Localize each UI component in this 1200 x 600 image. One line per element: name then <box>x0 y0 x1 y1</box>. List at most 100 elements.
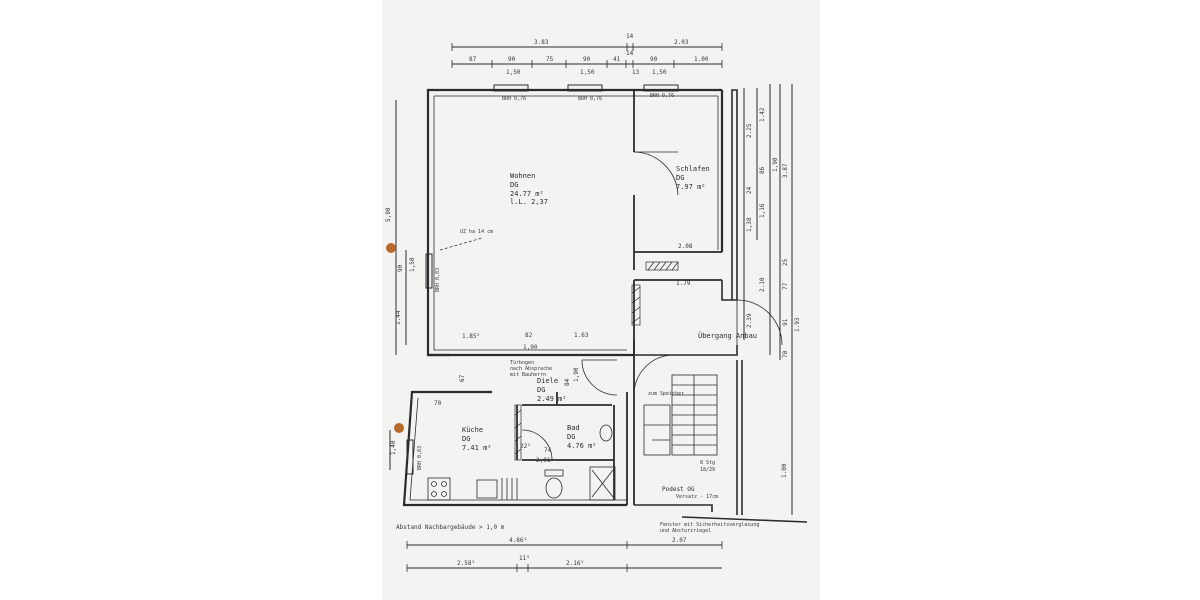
dim-right-5: 24 <box>746 186 753 194</box>
dim-bottom-3: 11⁵ <box>519 555 530 562</box>
floor-plan-drawing <box>389 43 808 572</box>
note-fenster-1: und Absturzriegel <box>660 528 712 534</box>
dim-inner-0: 1.85⁵ <box>462 333 481 340</box>
note-steps-0: 8 Stg <box>700 460 716 466</box>
punch-hole-bottom <box>394 423 404 433</box>
dim-left-3: 1.44 <box>395 310 402 325</box>
room-bad-area: 4.76 m² <box>567 441 597 450</box>
room-bad-name: Bad <box>567 424 580 432</box>
window-label-2: BRH 0,76 <box>650 93 675 99</box>
note-tuerbogen-2: mit Bauherrn <box>510 372 547 378</box>
note-uz: UZ ha 14 cm <box>460 229 494 235</box>
dim-top3-3: 1,50 <box>652 69 667 76</box>
dim-right-12: 91 <box>782 318 789 326</box>
dim-right-2: 86 <box>759 166 766 174</box>
note-tuerbogen-1: nach Absprache <box>510 366 553 372</box>
note-tuerbogen-0: Türbogen <box>510 360 535 366</box>
room-diele-name: Diele <box>537 377 559 385</box>
dim-right-4: 3.87 <box>782 163 789 178</box>
chimney-hatch <box>514 261 679 461</box>
dim-right-1: 1.42 <box>759 107 766 122</box>
dim-right-6: 1,16 <box>759 203 766 218</box>
room-diele-level: DG <box>537 385 546 394</box>
window-label-4: BRH 0,83 <box>417 445 423 470</box>
dim-right-7: 1,38 <box>746 217 753 232</box>
punch-hole-top <box>386 243 396 253</box>
dim-right-13: 1.93 <box>794 317 801 332</box>
dim-top2-2: 75 <box>546 56 554 63</box>
window-label-0: BRH 0,76 <box>502 96 527 102</box>
room-kueche-name: Küche <box>462 426 484 434</box>
room-schlafen-name: Schlafen <box>676 165 710 173</box>
room-wohnen: Wohnen DG 24.77 m² l.L. 2,37 <box>510 172 548 207</box>
room-schlafen-level: DG <box>676 173 685 182</box>
dim-right-9: 25 <box>782 258 789 266</box>
dim-top3-0: 1,50 <box>506 69 521 76</box>
dim-top1-0: 3.83 <box>534 39 549 46</box>
room-schlafen-area: 7.97 m² <box>676 182 706 191</box>
dim-bottom-1: 2.07 <box>672 537 687 544</box>
note-steps: 8 Stg 18/29 <box>700 460 715 473</box>
note-steps-1: 18/29 <box>700 466 716 473</box>
dim-top2-6: 90 <box>650 56 658 63</box>
dim-inner-9: 1,90 <box>573 367 580 382</box>
dim-left-4: 1,40 <box>390 440 397 455</box>
dim-right-3: 1,90 <box>772 157 779 172</box>
dim-top1-2: 2.03 <box>674 39 689 46</box>
dim-inner-1: 82 <box>525 332 533 339</box>
dim-top2-0: 87 <box>469 56 477 63</box>
annex-walls <box>634 89 808 523</box>
dim-left-0: 5,90 <box>385 207 392 222</box>
dim-right-15: 1.00 <box>781 463 788 478</box>
note-fenster-0: Fenster mit Sicherheitsverglasung <box>660 522 760 528</box>
dim-inner-5: 1.79 <box>676 280 691 287</box>
interior-walls <box>516 90 722 505</box>
dim-right-0: 2.25 <box>746 123 753 138</box>
floor-plan-sheet: 3.83 14 2.03 87 90 75 90 41 14 90 1.00 1… <box>382 0 820 600</box>
dim-right-10: 77 <box>782 282 789 290</box>
room-diele-area: 2.49 m² <box>537 394 567 403</box>
room-wohnen-height: l.L. 2,37 <box>510 198 548 207</box>
dim-left-2: 1,50 <box>409 257 416 272</box>
note-abstand: Abstand Nachbargebäude > 1,0 m <box>396 524 505 531</box>
staircase <box>643 374 718 456</box>
dim-top2-7: 1.00 <box>694 56 709 63</box>
dim-inner-11: 74 <box>544 447 552 454</box>
dim-top3-1: 1,50 <box>580 69 595 76</box>
dim-bottom-2: 2.58⁵ <box>457 560 476 567</box>
dim-bottom-4: 2.16⁵ <box>566 560 585 567</box>
window-label-3: BRH 0,83 <box>435 267 441 292</box>
dim-left-1: 90 <box>397 264 404 272</box>
dim-inner-12: 22⁵ <box>520 443 531 450</box>
door-swings <box>521 151 783 461</box>
dim-inner-6: 67 <box>459 374 466 382</box>
room-diele: Diele DG 2.49 m² <box>537 377 567 403</box>
room-uebergang: Übergang Anbau <box>698 332 758 340</box>
dim-inner-2: 1.63 <box>574 332 589 339</box>
windows <box>406 84 679 475</box>
room-bad: Bad DG 4.76 m² <box>567 424 597 450</box>
dim-top2-4: 41 <box>613 56 621 63</box>
fixtures <box>427 424 616 501</box>
dim-top2-3: 90 <box>583 56 591 63</box>
room-wohnen-name: Wohnen <box>510 172 536 180</box>
window-label-1: BRH 0,76 <box>578 96 603 102</box>
dim-inner-7: 70 <box>434 400 442 407</box>
room-schlafen: Schlafen DG 7.97 m² <box>676 165 710 191</box>
dim-top3-2: 13 <box>632 69 640 76</box>
room-bad-level: DG <box>567 432 576 441</box>
note-tuerbogen: Türbogen nach Absprache mit Bauherrn <box>510 360 552 378</box>
room-kueche: Küche DG 7.41 m² <box>462 426 492 452</box>
exterior-walls <box>402 88 724 507</box>
room-wohnen-level: DG <box>510 180 519 189</box>
dim-right-14: 70 <box>782 350 789 358</box>
room-kueche-area: 7.41 m² <box>462 443 492 452</box>
dim-top2-1: 90 <box>508 56 516 63</box>
room-podest: Podest OG <box>662 486 695 493</box>
dim-top1-1: 14 <box>626 33 634 40</box>
dim-right-11: 2.39 <box>746 313 753 328</box>
note-fenster: Fenster mit Sicherheitsverglasung und Ab… <box>660 522 759 534</box>
room-kueche-level: DG <box>462 434 471 443</box>
dim-bottom-0: 4.86⁵ <box>509 537 528 544</box>
note-speicher: zum Speicher <box>648 391 685 397</box>
